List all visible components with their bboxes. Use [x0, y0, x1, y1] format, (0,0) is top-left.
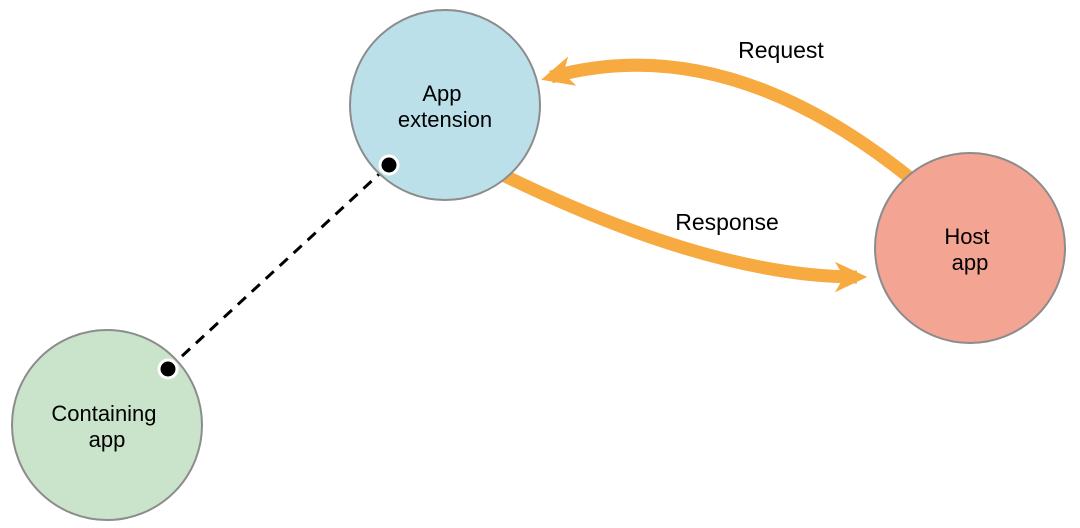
node-app-extension-label: App extension	[398, 81, 492, 132]
node-containing-app-label: Containing app	[51, 401, 162, 452]
response-arrow	[502, 170, 868, 293]
node-host-app-label: Host app	[944, 224, 995, 275]
node-host-app	[874, 152, 1066, 344]
node-containing-app	[11, 329, 203, 521]
connector-dot-containing-app	[157, 358, 179, 380]
request-arrow-label: Request	[738, 37, 824, 63]
response-arrow-label: Response	[675, 209, 779, 235]
node-app-extension	[349, 9, 541, 201]
request-arrow	[541, 56, 920, 188]
connector-dot-app-extension	[378, 154, 400, 176]
containing-app-connector-line	[166, 163, 391, 371]
